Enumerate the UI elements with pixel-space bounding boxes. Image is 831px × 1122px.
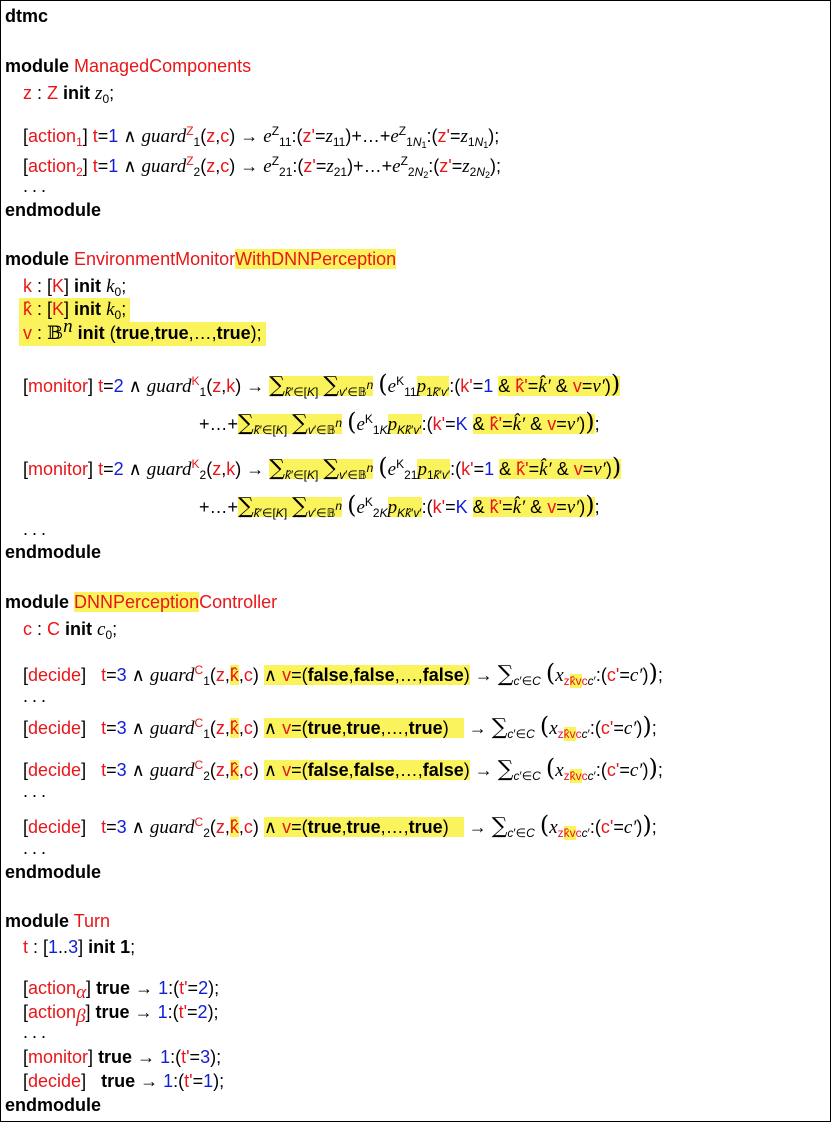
command-decide-3: [decide] t=3 ∧ guardC2(z,k̂,c) ∧ v=(fals… [23, 754, 663, 783]
var-name: z [23, 83, 32, 103]
command-action2: [action2] t=1 ∧ guardZ2(z,c) → eZ21:(z'=… [23, 154, 502, 180]
command-action1: [action1] t=1 ∧ guardZ1(z,c) → eZ11:(z'=… [23, 124, 500, 150]
endmodule-4: endmodule [5, 1095, 102, 1115]
module-name-part-a: DNNPerception [74, 592, 200, 612]
init-keyword: init [63, 83, 91, 103]
module-header-managed: module ManagedComponents [5, 55, 251, 79]
command-turn-alpha: [actionα] true → 1:(t'=2); [23, 978, 220, 1003]
var-decl-khat: k̂ : [K] init k0; [19, 298, 131, 322]
endmodule-2: endmodule [5, 542, 102, 562]
ellipsis: ... [23, 1022, 51, 1042]
ellipsis: ... [23, 519, 51, 539]
var-decl-c: c : C init c0; [23, 619, 118, 642]
var-decl-z: z : Z init z0; [23, 83, 115, 106]
command-monitor-2b: +…+∑k̂′∈[K] ∑v′∈𝔹n (eK2KpKk̂′v′:(k'=K & … [199, 491, 600, 520]
command-turn-monitor: [monitor] true → 1:(t'=3); [23, 1047, 222, 1067]
init-sub: 0 [102, 92, 110, 106]
module-name-part-a: EnvironmentMonitor [74, 249, 236, 269]
module-header-turn: module Turn [5, 911, 111, 931]
module-name: ManagedComponents [74, 56, 252, 76]
dtmc-label: dtmc [5, 6, 49, 26]
endmodule-3: endmodule [5, 862, 102, 882]
module-header-controller: module DNNPerceptionController [5, 592, 278, 612]
ellipsis: ... [23, 838, 51, 858]
command-decide-2: [decide] t=3 ∧ guardC1(z,k̂,c) ∧ v=(true… [23, 712, 657, 741]
command-decide-1: [decide] t=3 ∧ guardC1(z,k̂,c) ∧ v=(fals… [23, 659, 663, 688]
ellipsis: ... [23, 686, 51, 706]
command-decide-4: [decide] t=3 ∧ guardC2(z,k̂,c) ∧ v=(true… [23, 811, 657, 840]
command-turn-decide: [decide] true → 1:(t'=1); [23, 1071, 225, 1091]
var-decl-k: k : [K] init k0; [23, 276, 127, 299]
action-label: action1 [28, 126, 83, 149]
module-header-env: module EnvironmentMonitorWithDNNPercepti… [5, 249, 397, 269]
module-name-part-b: Controller [199, 592, 278, 612]
module-name: Turn [73, 911, 111, 931]
command-turn-beta: [actionβ] true → 1:(t'=2); [23, 1002, 219, 1027]
command-monitor-1b: +…+∑k̂′∈[K] ∑v′∈𝔹n (eK1KpKk̂′v′:(k'=K & … [199, 408, 600, 437]
action-label: action2 [28, 156, 83, 179]
command-monitor-1a: [monitor] t=2 ∧ guardK1(z,k) → ∑k̂′∈[K] … [23, 370, 621, 399]
module-keyword: module [5, 56, 70, 76]
var-decl-t: t : [1..3] init 1; [23, 937, 136, 957]
var-decl-v: v : 𝔹n init (true,true,…,true); [19, 317, 266, 346]
model-type-keyword: dtmc [5, 5, 48, 29]
module-name-part-b: WithDNNPerception [235, 249, 397, 269]
ellipsis: ... [23, 781, 51, 801]
ellipsis: ... [23, 176, 51, 196]
endmodule-1: endmodule [5, 200, 102, 220]
var-type: Z [47, 83, 59, 103]
init-value: z [95, 83, 103, 104]
command-monitor-2a: [monitor] t=2 ∧ guardK2(z,k) → ∑k̂′∈[K] … [23, 453, 622, 482]
